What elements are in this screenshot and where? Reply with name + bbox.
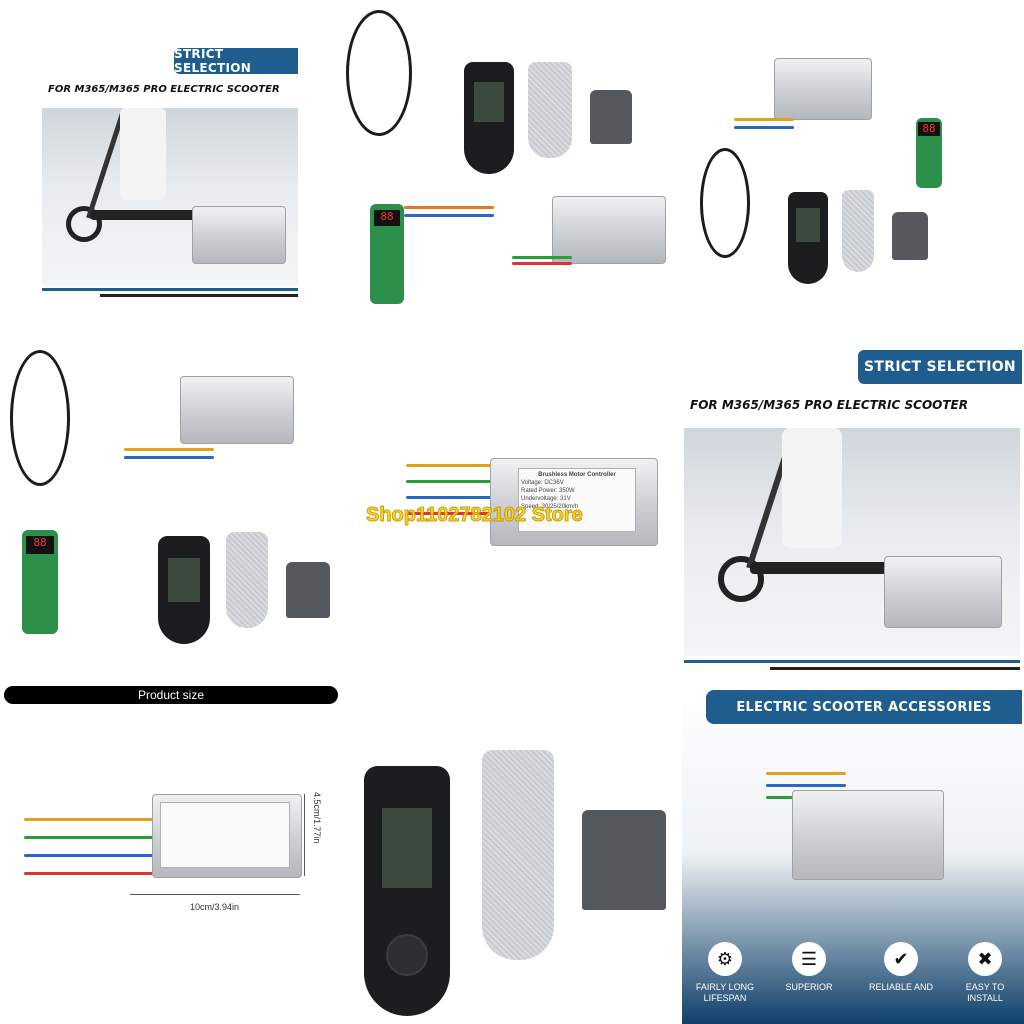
dashboard-pcb: 88 xyxy=(916,118,942,188)
feature-label: SUPERIOR xyxy=(785,982,833,992)
width-dimension-line xyxy=(130,894,300,895)
gear-icon: ⚙ xyxy=(708,942,742,976)
power-button xyxy=(386,934,428,976)
tools-icon: ✖ xyxy=(968,942,1002,976)
dashboard-pcb: 88 xyxy=(370,204,404,304)
features-row: ⚙ FAIRLY LONG LIFESPAN ☰ SUPERIOR ✔ RELI… xyxy=(682,942,1024,1022)
cable-coil xyxy=(700,148,750,258)
decor-stripe xyxy=(100,294,298,297)
rubber-pad xyxy=(582,810,666,910)
scooter-photo xyxy=(42,108,298,286)
wire-bundle xyxy=(406,480,506,483)
product-size-bar: Product size xyxy=(4,686,338,704)
rubber-pad xyxy=(286,562,330,618)
wire-bundle xyxy=(24,818,164,821)
controller-box xyxy=(552,196,666,264)
wire-bundle xyxy=(734,126,794,129)
controller-box xyxy=(884,556,1002,628)
label-speed: Speed: 30/25/20km/h xyxy=(521,504,579,510)
dashboard-cover xyxy=(464,62,514,174)
dashboard-sticker xyxy=(482,750,554,960)
tile-kit-overview-2: 88 xyxy=(684,0,1024,340)
tile-kit-overview-3: 88 Product size xyxy=(0,340,340,704)
rider-leg xyxy=(782,428,842,548)
controller-box xyxy=(792,790,944,880)
thumbs-up-icon: ✔ xyxy=(884,942,918,976)
width-dimension: 10cm/3.94in xyxy=(190,902,240,912)
rubber-pad xyxy=(892,212,928,260)
label-power: Rated Power: 350W xyxy=(521,488,575,494)
decor-stripe xyxy=(770,667,1020,670)
scooter-deck xyxy=(90,210,200,220)
wire-bundle xyxy=(766,772,846,775)
scooter-photo xyxy=(684,428,1020,656)
dashboard-cover xyxy=(158,536,210,644)
wire-bundle xyxy=(406,512,506,515)
tile-kit-overview: 88 xyxy=(340,0,680,340)
wire-bundle xyxy=(124,448,214,451)
rubber-pad xyxy=(590,90,632,144)
dashboard-cover xyxy=(364,766,450,1016)
dashboard-pcb: 88 xyxy=(22,530,58,634)
accessories-banner: ELECTRIC SCOOTER ACCESSORIES xyxy=(706,690,1022,724)
dashboard-sticker xyxy=(226,532,268,628)
store-watermark: Shop1102782102 Store xyxy=(366,504,584,527)
strict-selection-banner: STRICT SELECTION xyxy=(174,47,298,75)
layers-icon: ☰ xyxy=(792,942,826,976)
wire-bundle xyxy=(734,118,794,121)
dashboard-sticker xyxy=(842,190,874,272)
strict-selection-banner: STRICT SELECTION xyxy=(858,350,1022,384)
label-undervoltage: Undervoltage: 31V xyxy=(521,496,571,502)
controller-label xyxy=(160,802,290,868)
decor-stripe xyxy=(42,288,298,291)
dashboard-cover xyxy=(788,192,828,284)
feature-easy-install: ✖ EASY TO INSTALL xyxy=(950,942,1020,1004)
controller-box xyxy=(774,58,872,120)
wire-bundle xyxy=(766,784,846,787)
wire-bundle xyxy=(24,872,164,875)
wire-bundle xyxy=(512,262,572,265)
tile-accessories: ELECTRIC SCOOTER ACCESSORIES ⚙ FAIRLY LO… xyxy=(682,684,1024,1024)
tile-controller-closeup: Brushless Motor Controller Voltage: DC36… xyxy=(340,340,680,680)
wire-bundle xyxy=(24,836,164,839)
scooter-subtitle: FOR M365/M365 PRO ELECTRIC SCOOTER xyxy=(48,84,280,95)
label-title: Brushless Motor Controller xyxy=(538,472,616,478)
controller-box xyxy=(192,206,286,264)
decor-stripe xyxy=(684,660,1020,663)
tile-scooter-promo-2: STRICT SELECTION FOR M365/M365 PRO ELECT… xyxy=(680,340,1024,680)
feature-label: RELIABLE AND xyxy=(868,982,934,992)
controller-label: Brushless Motor Controller Voltage: DC36… xyxy=(518,468,636,532)
rider-leg xyxy=(120,108,166,200)
scooter-subtitle: FOR M365/M365 PRO ELECTRIC SCOOTER xyxy=(690,398,968,412)
cable-coil xyxy=(10,350,70,486)
tile-scooter-promo-1: STRICT SELECTION FOR M365/M365 PRO ELECT… xyxy=(0,0,340,340)
height-dimension-line xyxy=(304,794,305,876)
feature-label: FAIRLY LONG LIFESPAN xyxy=(695,982,755,1003)
wire-bundle xyxy=(404,206,494,209)
wire-bundle xyxy=(404,214,494,217)
dashboard-sticker xyxy=(528,62,572,158)
scooter-deck xyxy=(750,562,890,574)
cable-coil xyxy=(346,10,412,136)
tile-covers-closeup xyxy=(340,680,680,1024)
label-voltage: Voltage: DC36V xyxy=(521,480,564,486)
feature-superior: ☰ SUPERIOR xyxy=(774,942,844,993)
wire-bundle xyxy=(406,496,506,499)
scooter-wheel xyxy=(718,556,764,602)
height-dimension: 4.5cm/1.77in xyxy=(312,792,322,844)
wire-bundle xyxy=(512,256,572,259)
tile-product-dimensions: 4.5cm/1.77in 10cm/3.94in xyxy=(0,680,340,1024)
scooter-wheel xyxy=(66,206,102,242)
wire-bundle xyxy=(24,854,164,857)
feature-label: EASY TO INSTALL xyxy=(965,982,1005,1003)
wire-bundle xyxy=(406,464,506,467)
feature-reliable: ✔ RELIABLE AND xyxy=(866,942,936,993)
controller-box xyxy=(180,376,294,444)
wire-bundle xyxy=(124,456,214,459)
feature-lifespan: ⚙ FAIRLY LONG LIFESPAN xyxy=(690,942,760,1004)
lcd-screen xyxy=(382,808,432,888)
